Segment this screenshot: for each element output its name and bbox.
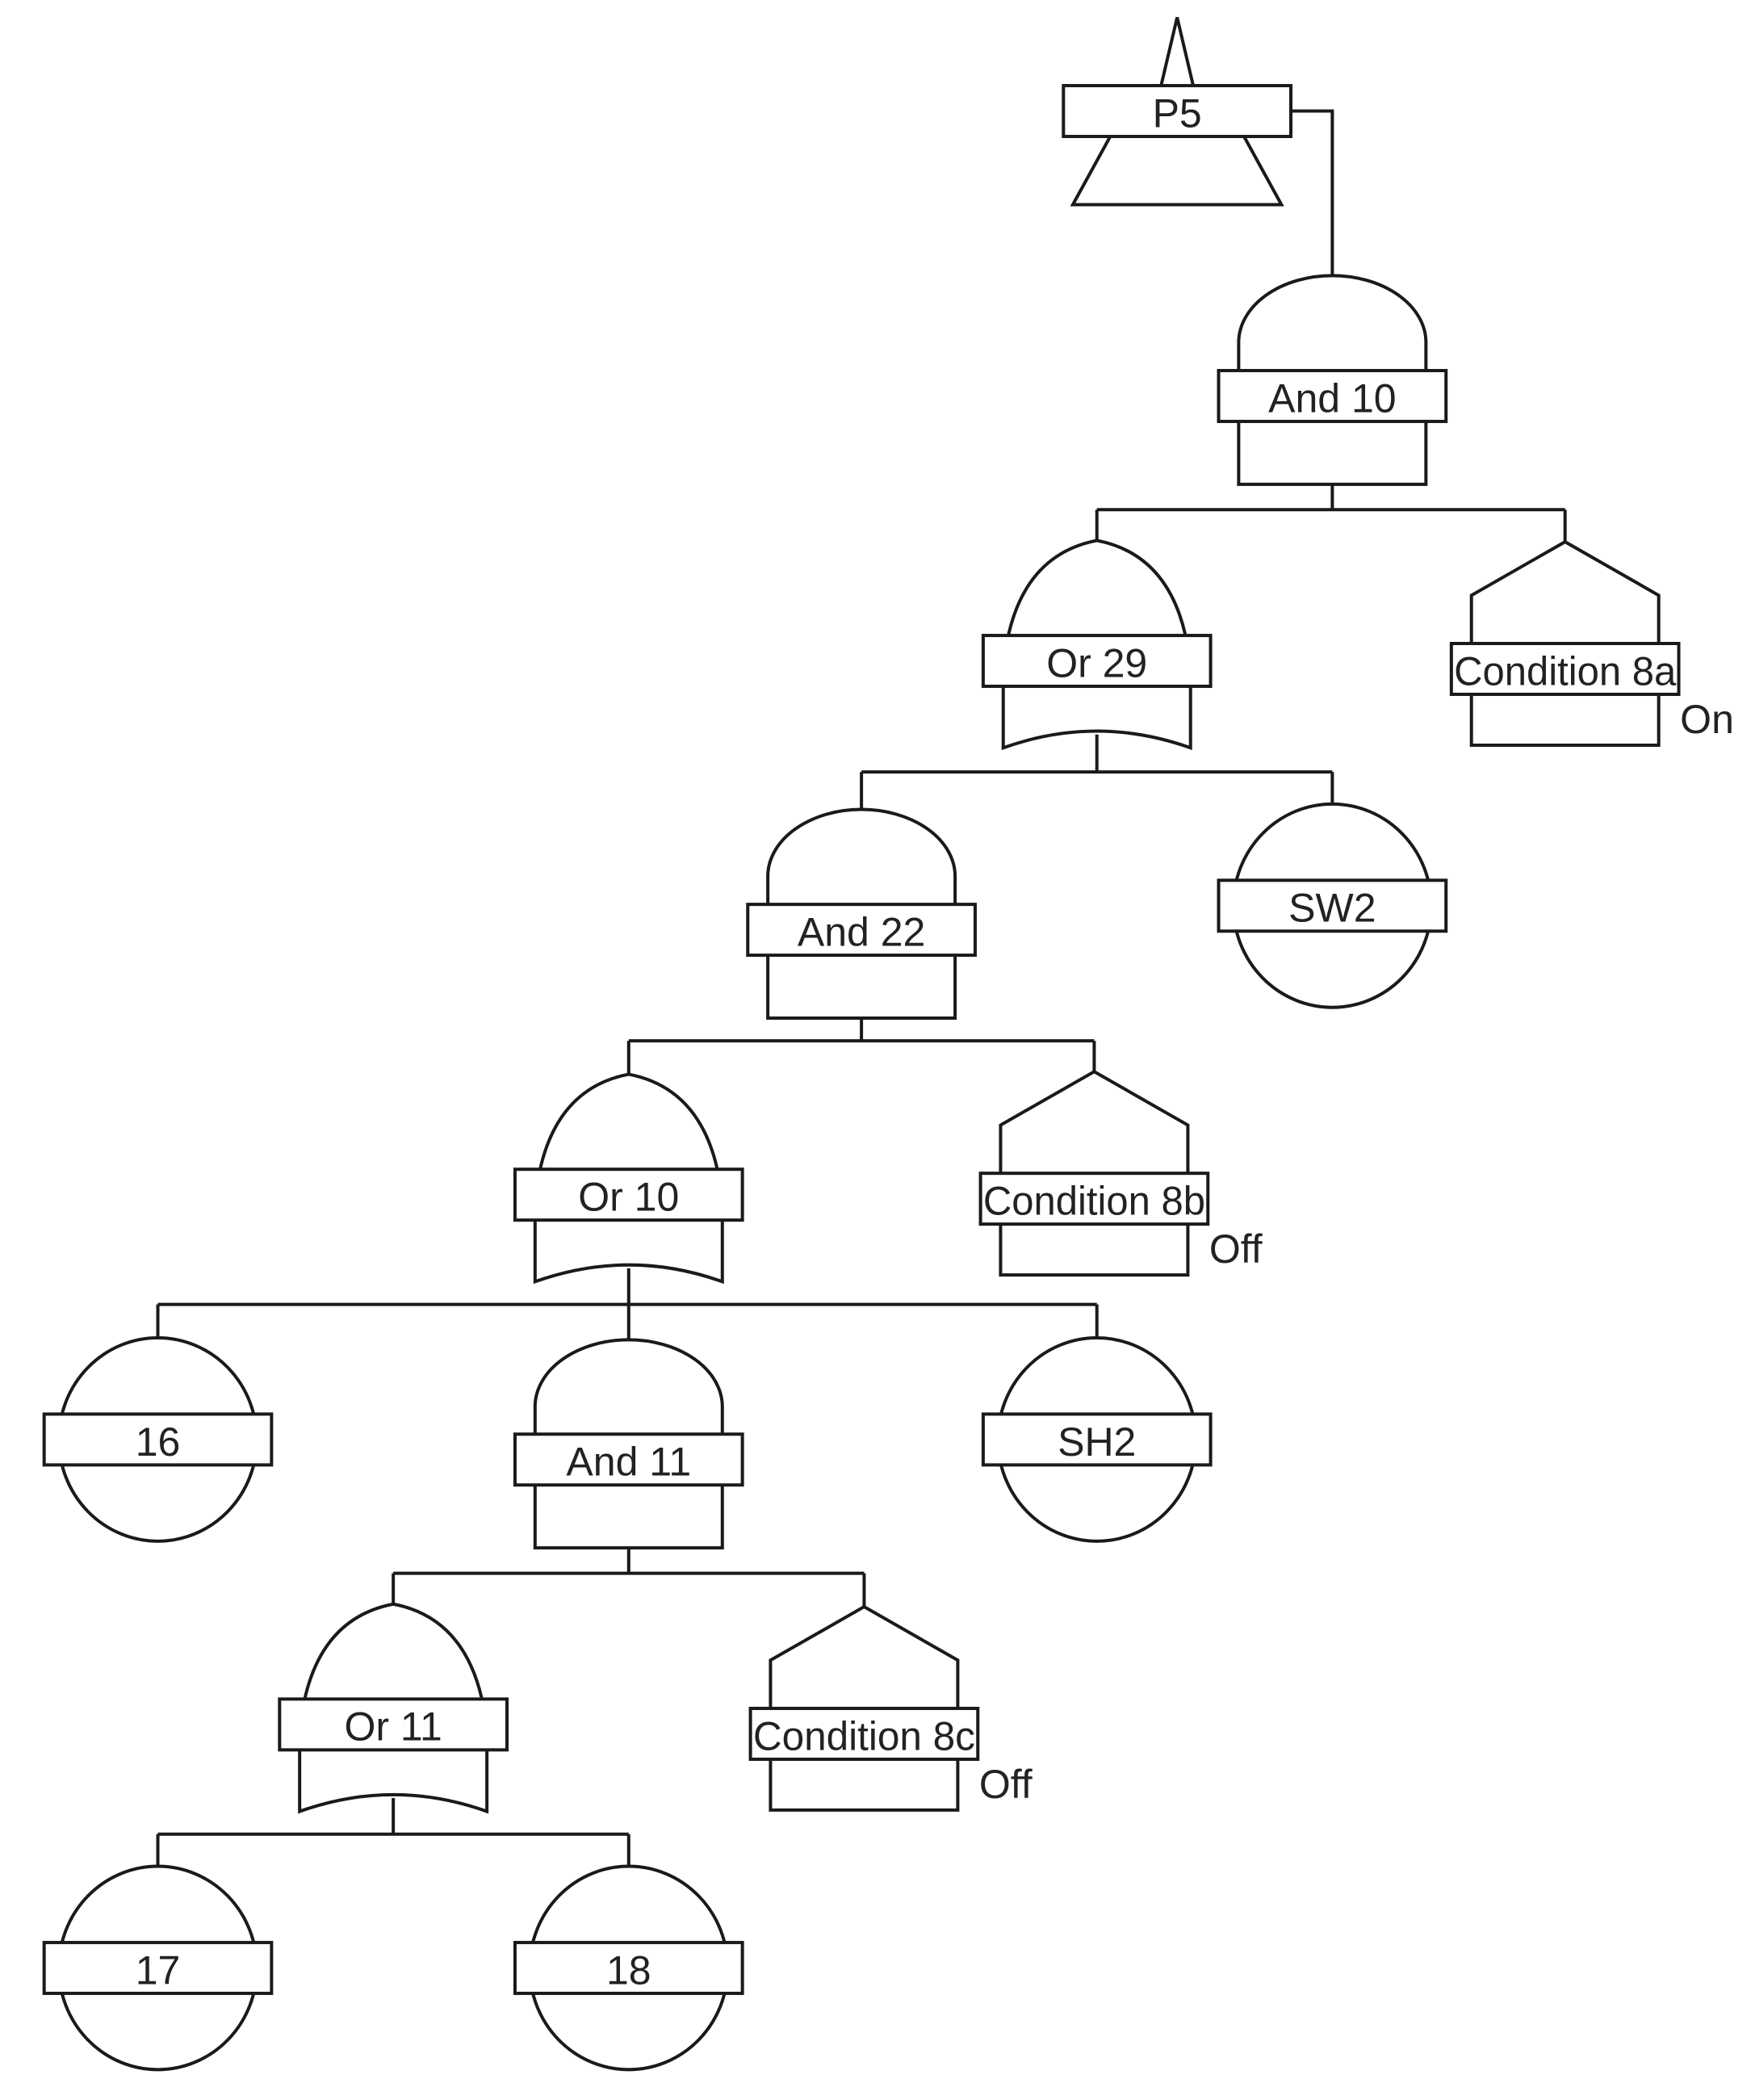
or-gate-shape	[533, 1072, 724, 1285]
gate-label-box	[1217, 878, 1448, 933]
gate-label: Condition 8a	[1454, 648, 1676, 694]
condition-state: Off	[979, 1762, 1033, 1807]
gate-label-box	[278, 1697, 509, 1752]
gate-label: And 10	[1268, 375, 1396, 421]
gate-or29[interactable]: Or 29	[981, 539, 1213, 751]
gate-or10[interactable]: Or 10	[513, 1072, 744, 1285]
gate-label: 17	[136, 1947, 181, 1993]
gate-label-box	[1062, 84, 1293, 139]
gate-label-box	[746, 903, 977, 958]
gate-label-box	[1217, 368, 1448, 423]
gate-e17[interactable]: 17	[42, 1864, 274, 2072]
gate-label: Condition 8b	[983, 1179, 1205, 1224]
condition-gate-shape	[769, 1604, 960, 1812]
gate-p5[interactable]: P5	[1062, 17, 1293, 207]
gate-label-box	[981, 1412, 1213, 1467]
gate-label: Or 10	[578, 1175, 679, 1220]
condition-state: Off	[1209, 1226, 1263, 1272]
gate-label-box	[42, 1940, 274, 1995]
gate-label-box	[513, 1940, 744, 1995]
gate-or11[interactable]: Or 11	[278, 1602, 509, 1814]
connector-p5-and10	[1291, 109, 1334, 276]
gate-label-box	[42, 1412, 274, 1467]
gate-label-box	[978, 1172, 1210, 1226]
gate-and22[interactable]: And 22	[746, 807, 977, 1020]
gate-label-box	[748, 1706, 980, 1761]
condition-gate-shape	[999, 1069, 1190, 1277]
and-gate-shape	[533, 1338, 724, 1550]
and-gate-shape	[1237, 274, 1428, 486]
gate-label: Or 11	[344, 1704, 442, 1750]
condition-state: On	[1680, 697, 1734, 742]
gate-sw2[interactable]: SW2	[1217, 802, 1448, 1009]
gate-label-box	[1449, 642, 1681, 696]
gate-label: 18	[606, 1947, 651, 1993]
gate-label: Condition 8c	[753, 1713, 975, 1758]
gate-label: Or 29	[1046, 640, 1147, 685]
gate-label: 16	[136, 1419, 181, 1465]
or-gate-shape	[298, 1602, 489, 1814]
gate-label-box	[513, 1167, 744, 1222]
connector-lines	[156, 109, 1567, 1867]
gate-label-box	[981, 634, 1213, 689]
transfer-gate-shape	[1070, 17, 1284, 207]
or-gate-shape	[1001, 539, 1192, 751]
and-gate-shape	[766, 807, 957, 1020]
gate-e18[interactable]: 18	[513, 1864, 744, 2072]
gate-label: P5	[1153, 90, 1202, 136]
gate-label: SW2	[1288, 886, 1376, 931]
gate-and10[interactable]: And 10	[1217, 274, 1448, 486]
gate-e16[interactable]: 16	[42, 1335, 274, 1543]
gate-label: SH2	[1058, 1419, 1136, 1465]
gate-label-box	[513, 1432, 744, 1487]
gate-label: And 22	[798, 909, 925, 954]
gate-and11[interactable]: And 11	[513, 1338, 744, 1550]
gate-sh2[interactable]: SH2	[981, 1335, 1213, 1543]
condition-gate-shape	[1469, 539, 1661, 747]
gate-label: And 11	[566, 1440, 691, 1485]
